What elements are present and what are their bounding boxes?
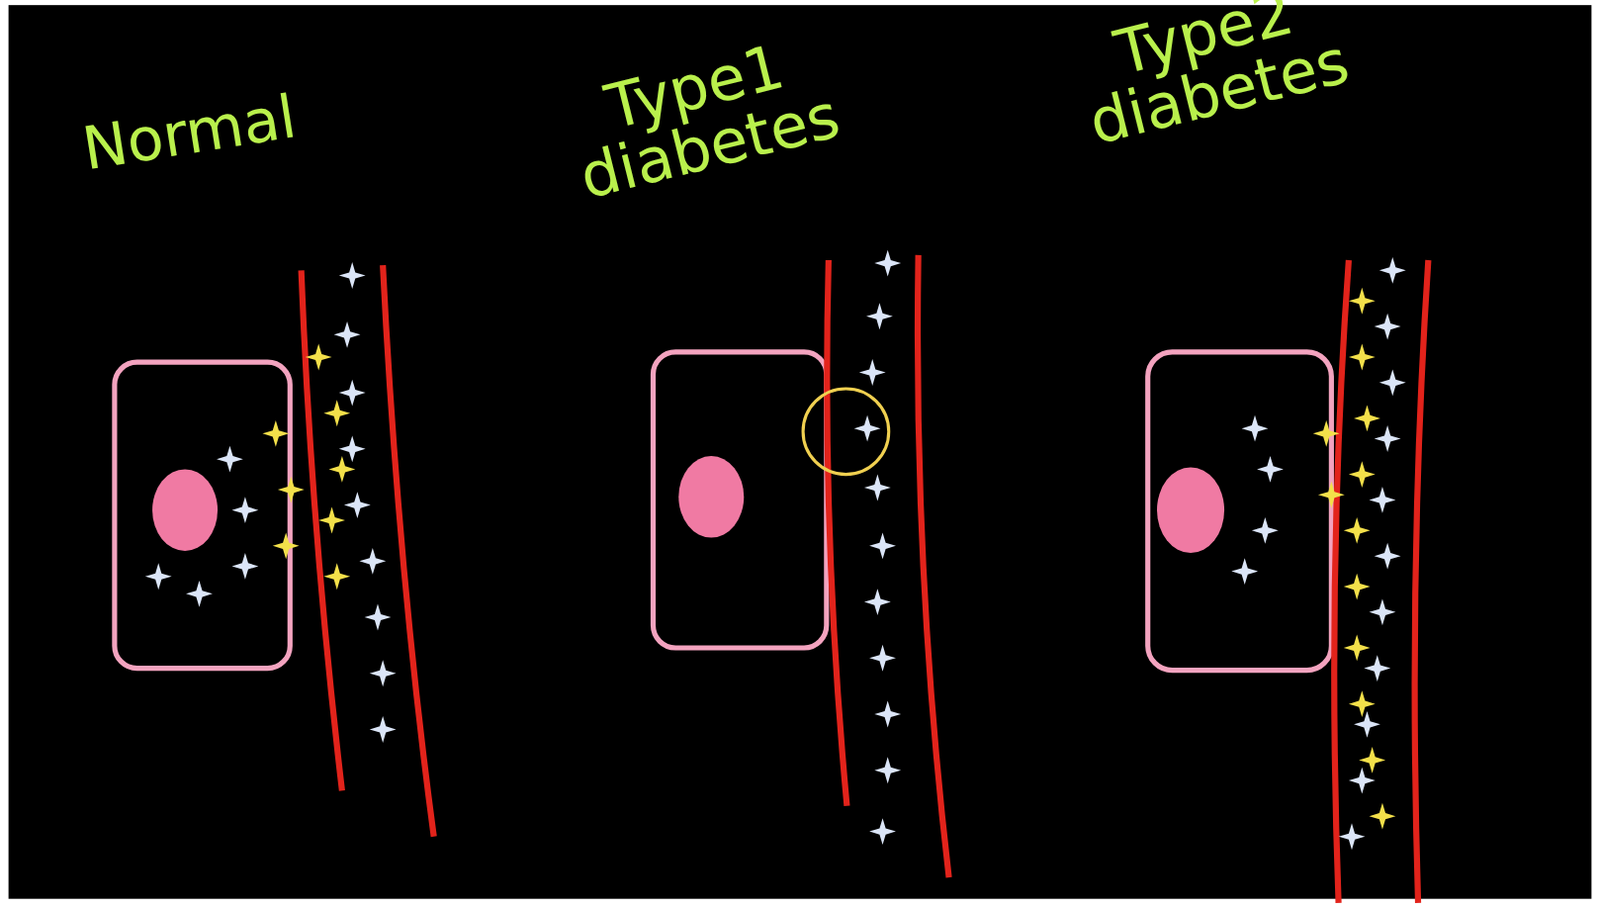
vessel-wall — [382, 265, 435, 837]
cell-outline — [114, 361, 290, 668]
cell-outline — [652, 352, 826, 648]
vessel-wall — [1415, 260, 1429, 903]
cell-outline — [1148, 352, 1333, 671]
glucose-stars — [145, 262, 397, 743]
insulin-stars — [262, 344, 356, 591]
type2-panel — [1148, 257, 1429, 903]
vessel-wall — [917, 255, 950, 878]
nucleus — [1156, 466, 1225, 553]
vessel-wall — [301, 269, 343, 791]
normal-panel — [114, 262, 435, 837]
vessel-wall — [826, 260, 847, 806]
nucleus — [678, 455, 744, 538]
insulin-stars — [1313, 287, 1397, 830]
highlight-circle — [802, 388, 889, 475]
glucose-stars — [854, 250, 901, 845]
blackboard — [8, 4, 1593, 899]
glucose-stars — [1231, 257, 1406, 850]
type1-panel — [652, 250, 949, 878]
vessel-wall — [1333, 260, 1349, 903]
nucleus — [152, 468, 218, 551]
